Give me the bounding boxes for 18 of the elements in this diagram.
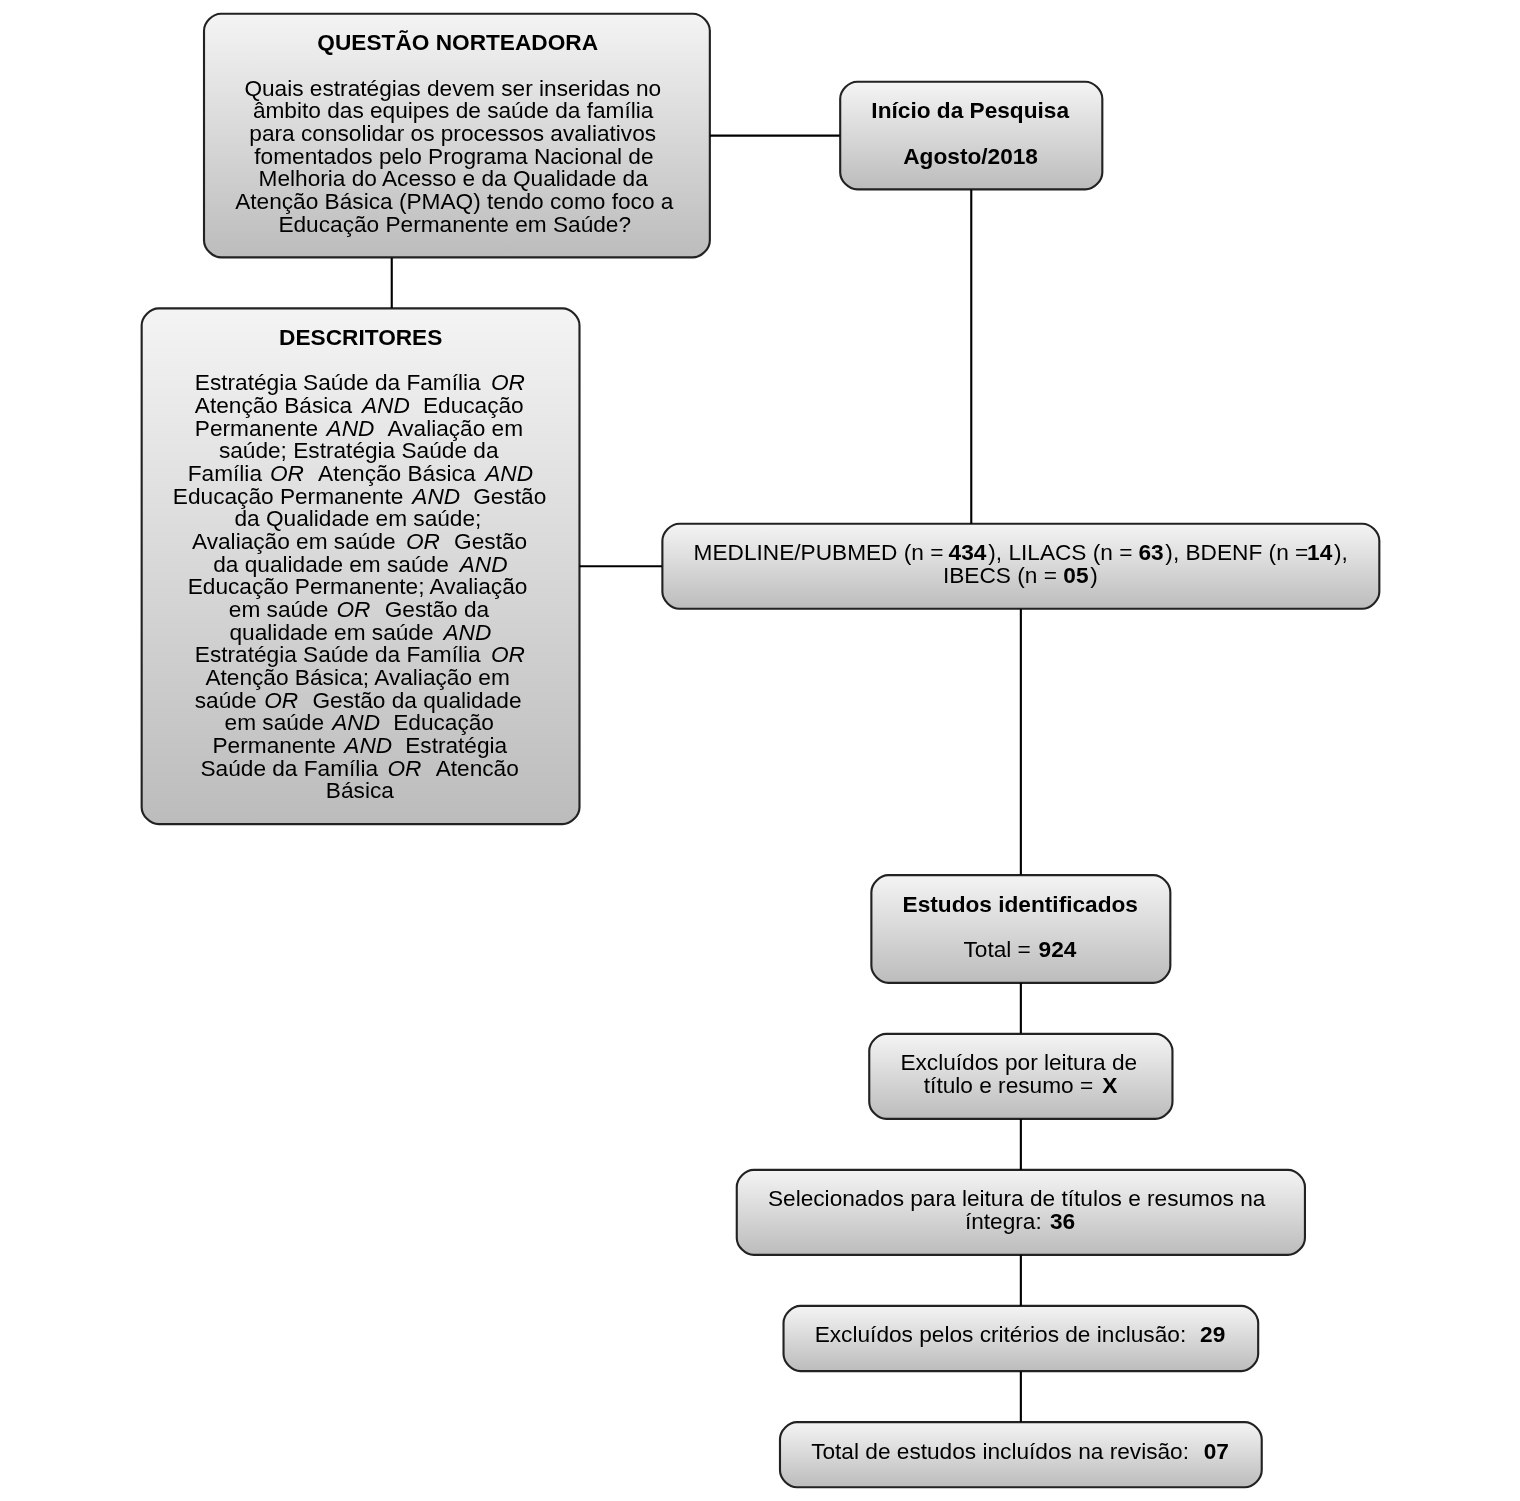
node-box: Excluídos por leitura de título e resumo = X [867, 1032, 1174, 1120]
connector [1019, 1371, 1022, 1423]
connector [1019, 1255, 1022, 1306]
connector [1019, 983, 1022, 1034]
connector [579, 565, 662, 568]
connector [390, 257, 393, 309]
node-box: Estudos identificados Total = 924 [869, 874, 1171, 984]
connector [1019, 1119, 1022, 1170]
node-box: MEDLINE/PUBMED (n = 434), LILACS (n = 63), BDENF (n =14), IBECS (n = 05) [660, 522, 1380, 610]
node-box: DESCRITORES Estratégia Saúde da Família OR Atenção Básica AND Educação Permanente AND Avaliação em saúde; Estratégia Saúde da Família OR Atenção Básica AND Educação Permanente AND Gestão da Qualidade em saúde; Avaliação em saúde OR Gestão da qualidade em saúde AND Educação Permanente; Avaliação em saúde OR Gestão da qualidade em saúde AND Estratégia Saúde da Família OR Atenção Básica; Avaliação em saúde OR Gestão da qualidade em saúde AND Educação Permanente AND Estratégia Saúde da Família OR Atencão Básica [140, 307, 581, 826]
node-box: Total de estudos incluídos na revisão: 07 [778, 1421, 1263, 1489]
connector [969, 189, 972, 524]
node-box: Selecionados para leitura de títulos e resumos na íntegra: 36 [735, 1168, 1306, 1256]
node-box: Excluídos pelos critérios de inclusão: 29 [781, 1304, 1259, 1373]
node-box: QUESTÃO NORTEADORA Quais estratégias devem ser inseridas no âmbito das equipes de saúde da família para consolidar os processos avaliativos fomentados pelo Programa Nacional de Melhoria do Acesso e da Qualidade da Atenção Básica (PMAQ) tendo como foco a Educação Permanente em Saúde? [202, 12, 711, 259]
node-box: Início da Pesquisa Agosto/2018 [838, 80, 1103, 191]
connector [1019, 609, 1022, 875]
connector [709, 134, 840, 137]
